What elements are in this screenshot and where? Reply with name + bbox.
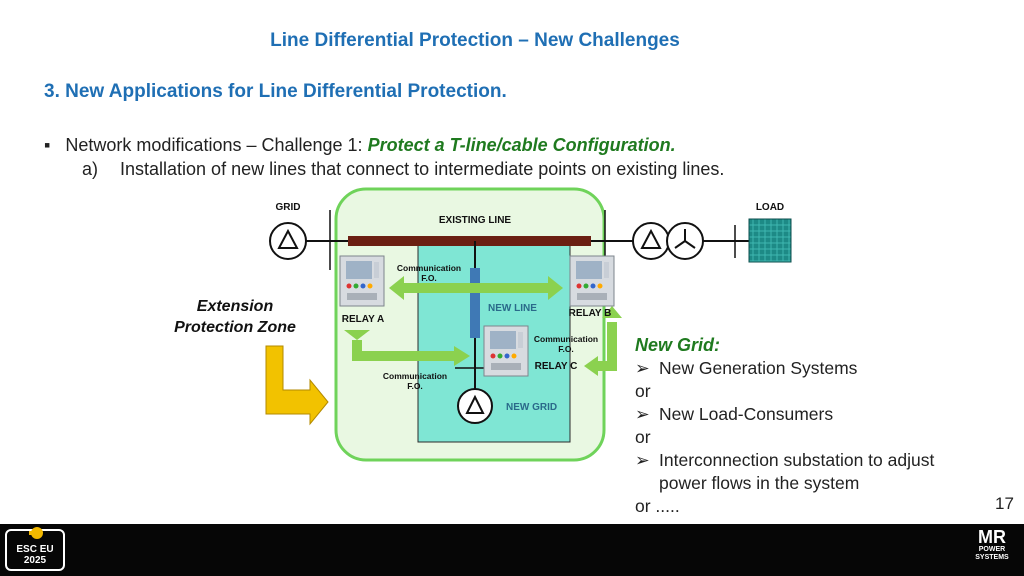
comm-arrow-b-c bbox=[596, 322, 617, 371]
comm-bottom-line2: F.O. bbox=[407, 381, 423, 391]
company-logo: MR POWER SYSTEMS bbox=[962, 528, 1022, 562]
new-line-bar bbox=[470, 268, 480, 338]
arrow-bullet-icon: ➢ bbox=[635, 358, 650, 378]
company-logo-line2: SYSTEMS bbox=[975, 554, 1009, 561]
page-number: 17 bbox=[995, 494, 1014, 513]
sub-item-label: a) bbox=[82, 159, 99, 179]
comm-top-line1: Communication bbox=[397, 263, 461, 273]
new-grid-label: NEW GRID bbox=[506, 402, 557, 413]
new-grid-title: New Grid: bbox=[635, 335, 721, 355]
list-item: ➢New Generation Systems bbox=[635, 358, 858, 378]
section-heading: 3. New Applications for Line Differentia… bbox=[44, 81, 507, 102]
bullet-prefix: Network modifications – Challenge 1: bbox=[65, 135, 368, 155]
list-separator: or bbox=[635, 381, 651, 401]
grid-source-icon bbox=[269, 222, 307, 260]
relay-a-icon bbox=[339, 255, 385, 307]
comm-arrow-a-c bbox=[352, 340, 456, 361]
relay-b-icon bbox=[569, 255, 615, 307]
list-separator: or bbox=[635, 427, 651, 447]
footer-bar bbox=[0, 524, 1024, 576]
extension-zone-line1: Extension bbox=[196, 298, 274, 315]
plug-icon bbox=[29, 527, 43, 539]
comm-arrow-a-b bbox=[389, 276, 563, 300]
arrow-bullet-icon: ➢ bbox=[635, 404, 650, 424]
comm-right-line1: Communication bbox=[534, 334, 598, 344]
slide-title: Line Differential Protection – New Chall… bbox=[270, 30, 680, 51]
relay-c-label: RELAY C bbox=[535, 361, 578, 372]
delta-icon bbox=[277, 228, 299, 249]
list-item: ➢New Load-Consumers bbox=[635, 404, 834, 424]
comm-top-line2: F.O. bbox=[421, 273, 437, 283]
grid-label: GRID bbox=[276, 202, 301, 213]
relay-b-label: RELAY B bbox=[569, 308, 612, 319]
relay-c-icon bbox=[483, 325, 529, 377]
company-logo-line1: POWER bbox=[978, 546, 1006, 553]
relay-a-label: RELAY A bbox=[342, 314, 384, 325]
bullet-highlight: Protect a T-line/cable Configuration. bbox=[367, 135, 676, 155]
new-grid-source-icon bbox=[457, 388, 493, 424]
new-line-label: NEW LINE bbox=[488, 303, 537, 314]
extension-zone-label: Extension Protection Zone bbox=[160, 296, 310, 338]
arrow-bullet-icon: ➢ bbox=[635, 450, 650, 470]
comm-bottom-line1: Communication bbox=[383, 371, 447, 381]
existing-line-label: EXISTING LINE bbox=[439, 215, 512, 226]
list-item: ➢Interconnection substation to adjust bbox=[635, 450, 935, 470]
load-label: LOAD bbox=[756, 202, 784, 213]
list-item-continuation: power flows in the system bbox=[659, 473, 860, 493]
t-line-diagram: GRID LOAD EXISTING LINE NEW LINE NEW GRI… bbox=[265, 187, 792, 462]
sub-item-text: Installation of new lines that connect t… bbox=[120, 159, 725, 179]
extension-zone-line2: Protection Zone bbox=[174, 319, 296, 336]
event-logo-text: ESC EU 2025 bbox=[5, 544, 65, 566]
transformer-delta-icon bbox=[632, 222, 670, 260]
event-logo-line1: ESC EU bbox=[16, 544, 54, 555]
company-logo-mark: MR bbox=[978, 527, 1006, 547]
list-separator: or ..... bbox=[635, 496, 680, 516]
bullet-marker: ▪ bbox=[44, 135, 51, 155]
sub-item-a: a) Installation of new lines that connect… bbox=[82, 159, 724, 180]
load-icon bbox=[748, 218, 792, 263]
comm-right-line2: F.O. bbox=[558, 344, 574, 354]
event-logo-line2: 2025 bbox=[23, 555, 47, 566]
challenge-bullet: ▪ Network modifications – Challenge 1: P… bbox=[44, 135, 676, 156]
extension-zone-arrow bbox=[265, 345, 329, 426]
existing-line-bar bbox=[348, 236, 591, 246]
new-grid-list: ➢New Generation Systems or ➢New Load-Con… bbox=[635, 357, 934, 518]
